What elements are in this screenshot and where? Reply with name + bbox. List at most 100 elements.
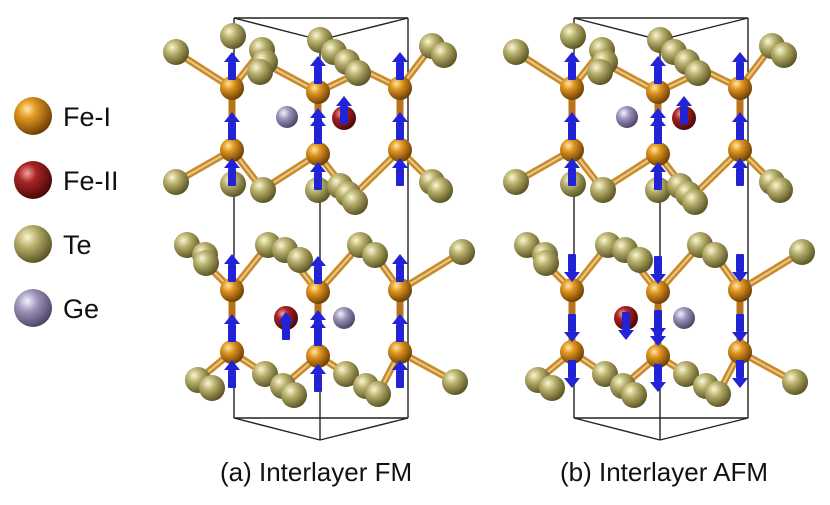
spin-up-arrow-icon	[650, 108, 666, 136]
arrow-shaft	[228, 168, 236, 186]
arrow-shaft	[228, 122, 236, 140]
spin-up-arrow-icon	[224, 360, 240, 388]
arrow-shaft	[654, 364, 662, 382]
arrow-head	[564, 378, 580, 388]
legend: Fe-I Fe-II Te Ge	[14, 97, 119, 327]
te-atom	[362, 242, 388, 268]
te-atom	[449, 239, 475, 265]
te-atom	[427, 177, 453, 203]
arrow-head	[392, 254, 408, 264]
arrow-head	[310, 256, 326, 266]
spin-up-arrow-icon	[310, 162, 326, 190]
arrow-shaft	[568, 314, 576, 332]
te-atom	[503, 39, 529, 65]
fe-i-atom	[306, 80, 330, 104]
fe-i-atom	[646, 344, 670, 368]
spin-up-arrow-icon	[224, 112, 240, 140]
arrow-head	[564, 52, 580, 62]
arrow-shaft	[654, 310, 662, 328]
legend-label: Ge	[63, 294, 99, 324]
spin-up-arrow-icon	[310, 256, 326, 284]
spin-down-arrow-icon	[564, 314, 580, 342]
te-atom	[503, 169, 529, 195]
ge-atom	[276, 106, 298, 128]
arrow-shaft	[654, 118, 662, 136]
spin-up-arrow-icon	[224, 158, 240, 186]
te-atom	[193, 250, 219, 276]
spin-up-arrow-icon	[310, 56, 326, 84]
arrow-shaft	[314, 172, 322, 190]
arrow-head	[650, 328, 666, 338]
legend-item-te: Te	[14, 225, 92, 263]
te-atom	[539, 375, 565, 401]
fe-i-atom	[646, 80, 670, 104]
fe-i-atom	[220, 340, 244, 364]
arrow-shaft	[736, 314, 744, 332]
te-atom	[621, 382, 647, 408]
arrow-head	[310, 56, 326, 66]
spin-down-arrow-icon	[618, 312, 634, 340]
cell-edge	[319, 17, 409, 41]
spin-up-arrow-icon	[564, 112, 580, 140]
spin-up-arrow-icon	[676, 96, 692, 124]
spin-up-arrow-icon	[392, 112, 408, 140]
spin-up-arrow-icon	[310, 108, 326, 136]
arrow-head	[310, 162, 326, 172]
panel-interlayer-fm	[163, 17, 475, 441]
te-atoms	[163, 23, 475, 408]
arrow-head	[224, 112, 240, 122]
te-atom	[767, 177, 793, 203]
arrow-shaft	[228, 324, 236, 342]
arrow-head	[564, 112, 580, 122]
te-atom	[247, 59, 273, 85]
cell-edge	[573, 417, 661, 441]
spin-up-arrow-icon	[310, 364, 326, 392]
te-atom	[342, 189, 368, 215]
te-atom	[771, 42, 797, 68]
arrow-shaft	[314, 66, 322, 84]
te-atom	[250, 177, 276, 203]
arrow-shaft	[396, 264, 404, 282]
arrow-head	[650, 274, 666, 284]
cell-edge	[573, 17, 661, 41]
arrow-shaft	[396, 324, 404, 342]
fe-i-atom	[306, 280, 330, 304]
te-atom	[281, 382, 307, 408]
arrow-head	[224, 158, 240, 168]
arrow-shaft	[736, 62, 744, 80]
te-atoms	[503, 23, 815, 408]
panel-interlayer-afm	[503, 17, 815, 441]
ge-atom	[333, 307, 355, 329]
arrow-head	[650, 336, 666, 346]
arrow-shaft	[622, 312, 630, 330]
te-atom	[163, 169, 189, 195]
spin-down-arrow-icon	[564, 360, 580, 388]
spin-down-arrow-icon	[732, 360, 748, 388]
caption-panel-a: (a) Interlayer FM	[220, 457, 412, 487]
spin-up-arrow-icon	[732, 52, 748, 80]
arrow-head	[564, 332, 580, 342]
spin-up-arrow-icon	[392, 314, 408, 342]
arrow-shaft	[396, 370, 404, 388]
te-atom	[163, 39, 189, 65]
te-atom	[685, 60, 711, 86]
te-atom	[365, 381, 391, 407]
legend-item-fe-i: Fe-I	[14, 97, 111, 135]
arrow-shaft	[314, 320, 322, 338]
te-atom	[345, 60, 371, 86]
ge-swatch-icon	[14, 289, 52, 327]
fe-i-atom	[306, 344, 330, 368]
fe-i-atom	[560, 278, 584, 302]
ge-atom	[673, 307, 695, 329]
fe-i-atom	[388, 340, 412, 364]
legend-item-fe-ii: Fe-II	[14, 161, 119, 199]
spin-up-arrow-icon	[310, 310, 326, 338]
arrow-shaft	[568, 254, 576, 272]
cell-edge	[659, 17, 749, 41]
arrow-shaft	[314, 374, 322, 392]
arrow-head	[392, 314, 408, 324]
cell-edge	[233, 417, 321, 441]
fe-i-atom	[220, 278, 244, 302]
arrow-head	[732, 378, 748, 388]
